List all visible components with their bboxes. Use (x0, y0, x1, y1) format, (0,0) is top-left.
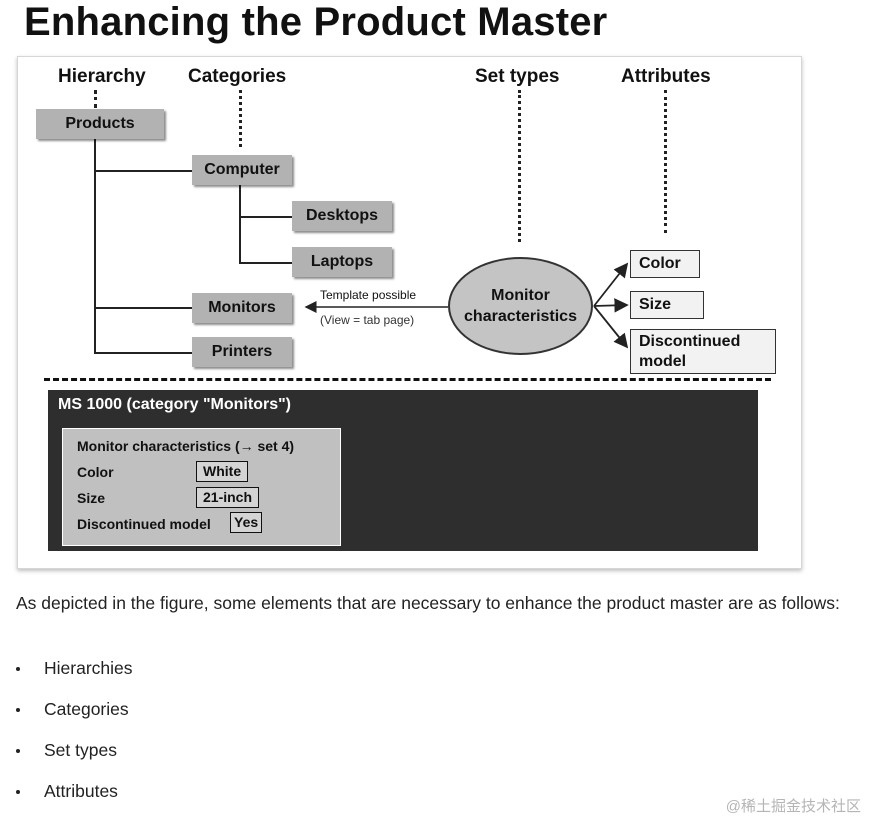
intro-paragraph: As depicted in the figure, some elements… (16, 593, 840, 613)
desktops-node: Desktops (292, 201, 392, 231)
set-types-header: Set types (475, 66, 560, 87)
monitor-characteristics-set-type: Monitor characteristics (448, 257, 593, 355)
bullet-icon (16, 708, 20, 712)
hierarchy-dotted-guide (94, 90, 97, 108)
color-row-label: Color (77, 464, 114, 480)
discontinued-model-attribute: Discontinued model (630, 329, 776, 374)
computer-trunk-line (239, 185, 241, 263)
categories-dotted-guide (239, 90, 242, 147)
printers-node: Printers (192, 337, 292, 367)
example-panel: MS 1000 (category "Monitors") Monitor ch… (48, 390, 758, 551)
set-types-dotted-guide (518, 90, 521, 242)
color-row-value: White (196, 461, 249, 482)
desktops-branch-line (239, 216, 292, 218)
discontinued-line2: model (639, 352, 687, 370)
connector-arrows (304, 262, 629, 349)
monitors-node: Monitors (192, 293, 292, 323)
bullet-icon (16, 667, 20, 671)
discontinued-line1: Discontinued (639, 332, 741, 350)
computer-branch-line (94, 170, 192, 172)
laptops-branch-line (239, 262, 292, 264)
page-title: Enhancing the Product Master (24, 0, 608, 44)
size-attribute: Size (630, 291, 704, 319)
elements-list: Hierarchies Categories Set types Attribu… (16, 658, 133, 822)
set-type-line2: characteristics (464, 308, 577, 325)
set-label: Monitor characteristics (→ set 4) (77, 438, 295, 454)
list-item: Categories (16, 699, 133, 740)
computer-node: Computer (192, 155, 292, 185)
watermark: @稀土掘金技术社区 (725, 798, 861, 815)
template-possible-label: Template possible (320, 288, 417, 302)
view-tab-page-label: (View = tab page) (320, 313, 415, 327)
example-characteristics-box: Monitor characteristics (→ set 4) Color … (62, 428, 341, 546)
product-master-figure: Hierarchy Categories Set types Attribute… (17, 56, 802, 569)
size-arrow (593, 298, 629, 313)
attributes-header: Attributes (621, 66, 711, 87)
color-attribute: Color (630, 250, 700, 278)
list-item: Attributes (16, 781, 133, 822)
products-node: Products (36, 109, 164, 139)
attributes-dotted-guide (664, 90, 667, 233)
discontinued-row-value: Yes (230, 512, 263, 533)
set-type-line1: Monitor (491, 287, 550, 304)
list-item: Hierarchies (16, 658, 133, 699)
size-row-label: Size (77, 490, 106, 506)
list-item: Set types (16, 740, 133, 781)
size-row-value: 21-inch (196, 487, 260, 508)
laptops-node: Laptops (292, 247, 392, 277)
monitors-branch-line (94, 307, 192, 309)
bullet-icon (16, 790, 20, 794)
products-trunk-line (94, 139, 96, 353)
categories-header: Categories (188, 66, 287, 87)
hierarchy-header: Hierarchy (58, 66, 146, 87)
bullet-icon (16, 749, 20, 753)
printers-branch-line (94, 352, 192, 354)
discontinued-arrow (593, 305, 629, 349)
example-heading: MS 1000 (category "Monitors") (58, 396, 291, 413)
dashed-divider (44, 378, 771, 381)
color-arrow (593, 262, 629, 307)
discontinued-row-label: Discontinued model (77, 516, 211, 532)
